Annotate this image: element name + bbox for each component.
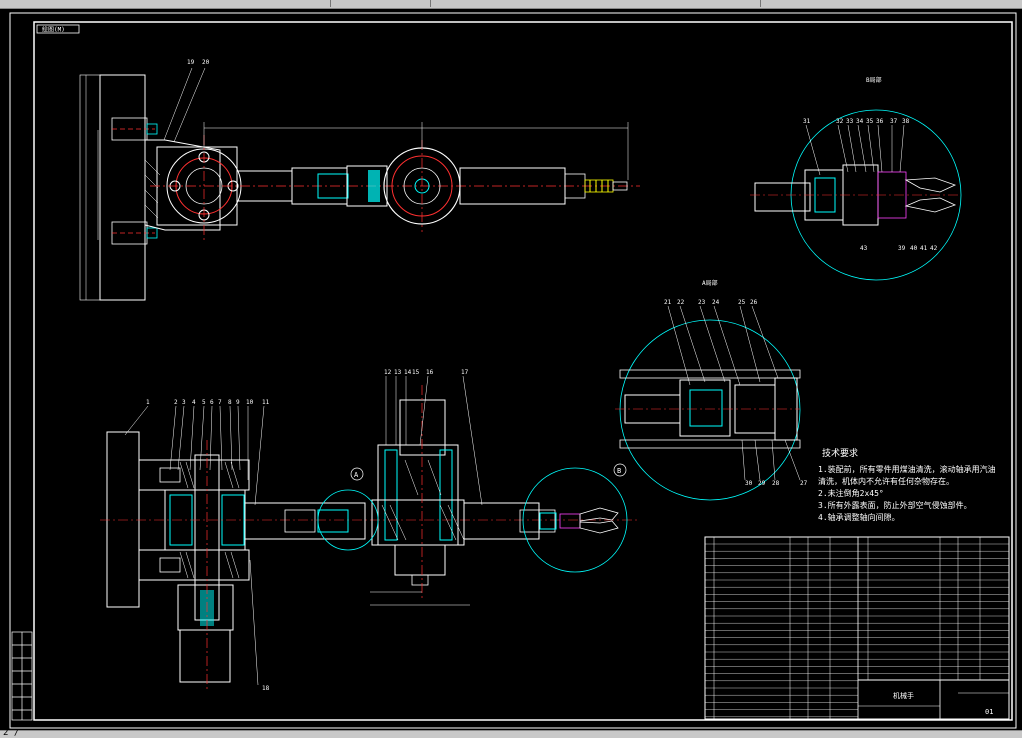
- part-number-43: 43: [860, 245, 868, 252]
- part-number-10: 10: [246, 399, 254, 406]
- requirement-line: 2.未注倒角2x45°: [818, 489, 884, 498]
- detail-a-view: A局部: [615, 279, 801, 501]
- detail-b-view: B局部: [750, 76, 962, 281]
- part-number-2: 2: [174, 399, 178, 406]
- border-label-box: [36, 24, 80, 34]
- toolbar-segment[interactable]: [330, 0, 431, 7]
- front-view: A B: [100, 375, 640, 690]
- requirement-line: 4.轴承调整轴向间隙。: [818, 513, 900, 522]
- part-number-7: 7: [218, 399, 222, 406]
- part-number-14: 14: [404, 369, 412, 376]
- status-text: 2 /: [3, 728, 20, 738]
- part-number-29: 29: [758, 480, 766, 487]
- part-number-9: 9: [236, 399, 240, 406]
- part-number-19: 19: [187, 59, 195, 66]
- part-number-22: 22: [677, 299, 685, 306]
- requirement-line: 1.装配前，所有零件用煤油清洗，滚动轴承用汽油: [818, 465, 996, 474]
- detail-b-header: B局部: [866, 76, 882, 84]
- sheet-number: 01: [985, 708, 993, 716]
- part-number-24: 24: [712, 299, 720, 306]
- part-number-13: 13: [394, 369, 402, 376]
- inner-frame: [33, 21, 1013, 721]
- command-status-bar[interactable]: 2 /: [0, 728, 1022, 738]
- part-number-28: 28: [772, 480, 780, 487]
- part-number-32: 32: [836, 118, 844, 125]
- part-number-3: 3: [182, 399, 186, 406]
- technical-requirements: 技术要求 1.装配前，所有零件用煤油清洗，滚动轴承用汽油 清洗，机体内不允许有任…: [818, 448, 996, 524]
- part-number-11: 11: [262, 399, 270, 406]
- technical-requirements-title: 技术要求: [822, 449, 859, 459]
- part-number-12: 12: [384, 369, 392, 376]
- border-label: 绘图(M): [42, 26, 65, 34]
- cad-toolbar: [0, 0, 1022, 9]
- part-number-37: 37: [890, 118, 898, 125]
- part-number-8: 8: [228, 399, 232, 406]
- part-number-41: 41: [920, 245, 928, 252]
- part-number-6: 6: [210, 399, 214, 406]
- part-number-42: 42: [930, 245, 938, 252]
- part-number-33: 33: [846, 118, 854, 125]
- part-number-17: 17: [461, 369, 469, 376]
- part-number-30: 30: [745, 480, 753, 487]
- top-view: 19 20: [79, 59, 640, 301]
- part-number-27: 27: [800, 480, 808, 487]
- part-number-31: 31: [803, 118, 811, 125]
- part-number-1: 1: [146, 399, 150, 406]
- part-number-20: 20: [202, 59, 210, 66]
- part-number-40: 40: [910, 245, 918, 252]
- drawing-name: 机械手: [893, 691, 914, 700]
- detail-a-header: A局部: [702, 279, 718, 287]
- part-number-39: 39: [898, 245, 906, 252]
- left-margin-blocks: [11, 631, 33, 721]
- toolbar-segment[interactable]: [430, 0, 761, 7]
- part-number-15: 15: [412, 369, 420, 376]
- part-number-35: 35: [866, 118, 874, 125]
- parts-list-table: [704, 536, 1010, 720]
- part-number-25: 25: [738, 299, 746, 306]
- part-number-16: 16: [426, 369, 434, 376]
- toolbar-segment[interactable]: [0, 0, 331, 7]
- requirement-line: 清洗，机体内不允许有任何杂物存在。: [818, 477, 954, 486]
- part-number-21: 21: [664, 299, 672, 306]
- part-number-38: 38: [902, 118, 910, 125]
- part-number-26: 26: [750, 299, 758, 306]
- part-number-36: 36: [876, 118, 884, 125]
- outer-frame: [9, 12, 1017, 729]
- callout-a: A: [354, 471, 359, 479]
- part-number-4: 4: [192, 399, 196, 406]
- part-number-23: 23: [698, 299, 706, 306]
- part-number-18: 18: [262, 685, 270, 692]
- part-number-34: 34: [856, 118, 864, 125]
- part-number-5: 5: [202, 399, 206, 406]
- requirement-line: 3.所有外露表面，防止外部空气侵蚀部件。: [818, 501, 972, 510]
- callout-b: B: [617, 467, 621, 475]
